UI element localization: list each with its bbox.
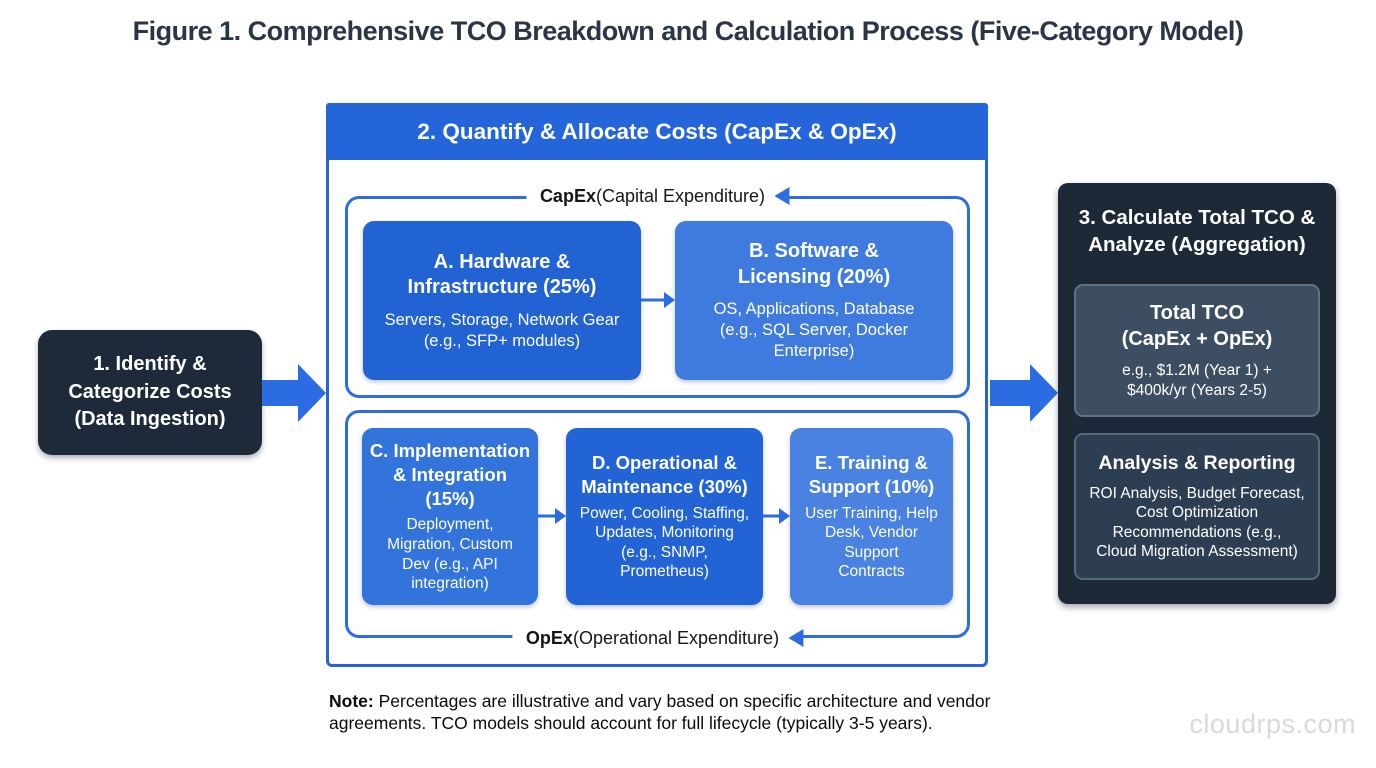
arrow-right-icon [538,507,566,525]
step2-header: 2. Quantify & Allocate Costs (CapEx & Op… [326,103,988,160]
capex-label-bold: CapEx [539,185,596,206]
cost-box-implementation: C. Implementation & Integration (15%) De… [362,428,538,605]
arrow-shaft [641,298,666,302]
cost-box-title: D. Operational & Maintenance (30%) [581,452,748,497]
arrow-head [779,508,790,524]
arrow-head [1030,364,1058,422]
capex-group-label: CapEx (Capital Expenditure) [525,184,790,208]
opex-label-rest: (Operational Expenditure) [572,627,780,648]
step1-identify-box: 1. Identify & Categorize Costs (Data Ing… [38,330,262,455]
cost-box-title: A. Hardware & Infrastructure (25%) [407,250,597,299]
cost-box-body: Servers, Storage, Network Gear (e.g., SF… [384,310,620,350]
cost-box-title: C. Implementation & Integration (15%) [369,440,531,509]
arrow-head [664,292,675,308]
step3-title: 3. Calculate Total TCO & Analyze (Aggreg… [1078,206,1316,256]
analysis-body: ROI Analysis, Budget Forecast, Cost Opti… [1089,484,1305,561]
arrow-shaft [538,514,557,518]
figure-note: Note: Percentages are illustrative and v… [329,690,1013,735]
opex-group-frame: OpEx (Operational Expenditure) [345,410,970,650]
capex-group-frame: CapEx (Capital Expenditure) [345,184,970,398]
cost-box-software: B. Software & Licensing (20%) OS, Applic… [675,221,953,380]
note-label: Note: [329,691,374,711]
total-tco-body: e.g., $1.2M (Year 1) + $400k/yr (Years 2… [1122,362,1272,399]
analysis-reporting-box: Analysis & Reporting ROI Analysis, Budge… [1074,433,1320,580]
flow-arrow-right-icon [990,364,1058,422]
cost-box-title: E. Training & Support (10%) [808,452,935,497]
cost-box-body: User Training, Help Desk, Vendor Support… [805,504,938,581]
arrow-left-icon [788,629,804,647]
cost-box-body: Power, Cooling, Staffing, Updates, Monit… [579,504,750,581]
total-tco-box: Total TCO (CapEx + OpEx) e.g., $1.2M (Ye… [1074,284,1320,417]
figure-title: Figure 1. Comprehensive TCO Breakdown an… [132,16,1244,46]
arrow-shaft [990,380,1030,406]
arrow-left-icon [774,187,790,205]
arrow-shaft [262,380,298,406]
cost-box-operational: D. Operational & Maintenance (30%) Power… [566,428,763,605]
opex-group-label: OpEx (Operational Expenditure) [511,626,804,650]
arrow-shaft [763,514,781,518]
analysis-title: Analysis & Reporting [1098,452,1296,475]
note-text: Percentages are illustrative and vary ba… [329,691,991,734]
arrow-right-icon [763,507,790,525]
arrow-head [298,364,326,422]
cost-box-title: B. Software & Licensing (20%) [737,240,891,288]
cost-box-body: Deployment, Migration, Custom Dev (e.g.,… [387,516,513,593]
arrow-head [555,508,566,524]
watermark: cloudrps.com [1189,709,1356,739]
opex-label-bold: OpEx [525,627,573,648]
capex-label-rest: (Capital Expenditure) [595,185,766,206]
total-tco-title: Total TCO (CapEx + OpEx) [1121,302,1273,351]
flow-arrow-right-icon [262,364,326,422]
step1-label: 1. Identify & Categorize Costs (Data Ing… [68,353,232,431]
cost-box-hardware: A. Hardware & Infrastructure (25%) Serve… [363,221,641,380]
cost-box-training: E. Training & Support (10%) User Trainin… [790,428,953,605]
arrow-right-icon [641,291,675,309]
cost-box-body: OS, Applications, Database (e.g., SQL Se… [713,300,915,360]
